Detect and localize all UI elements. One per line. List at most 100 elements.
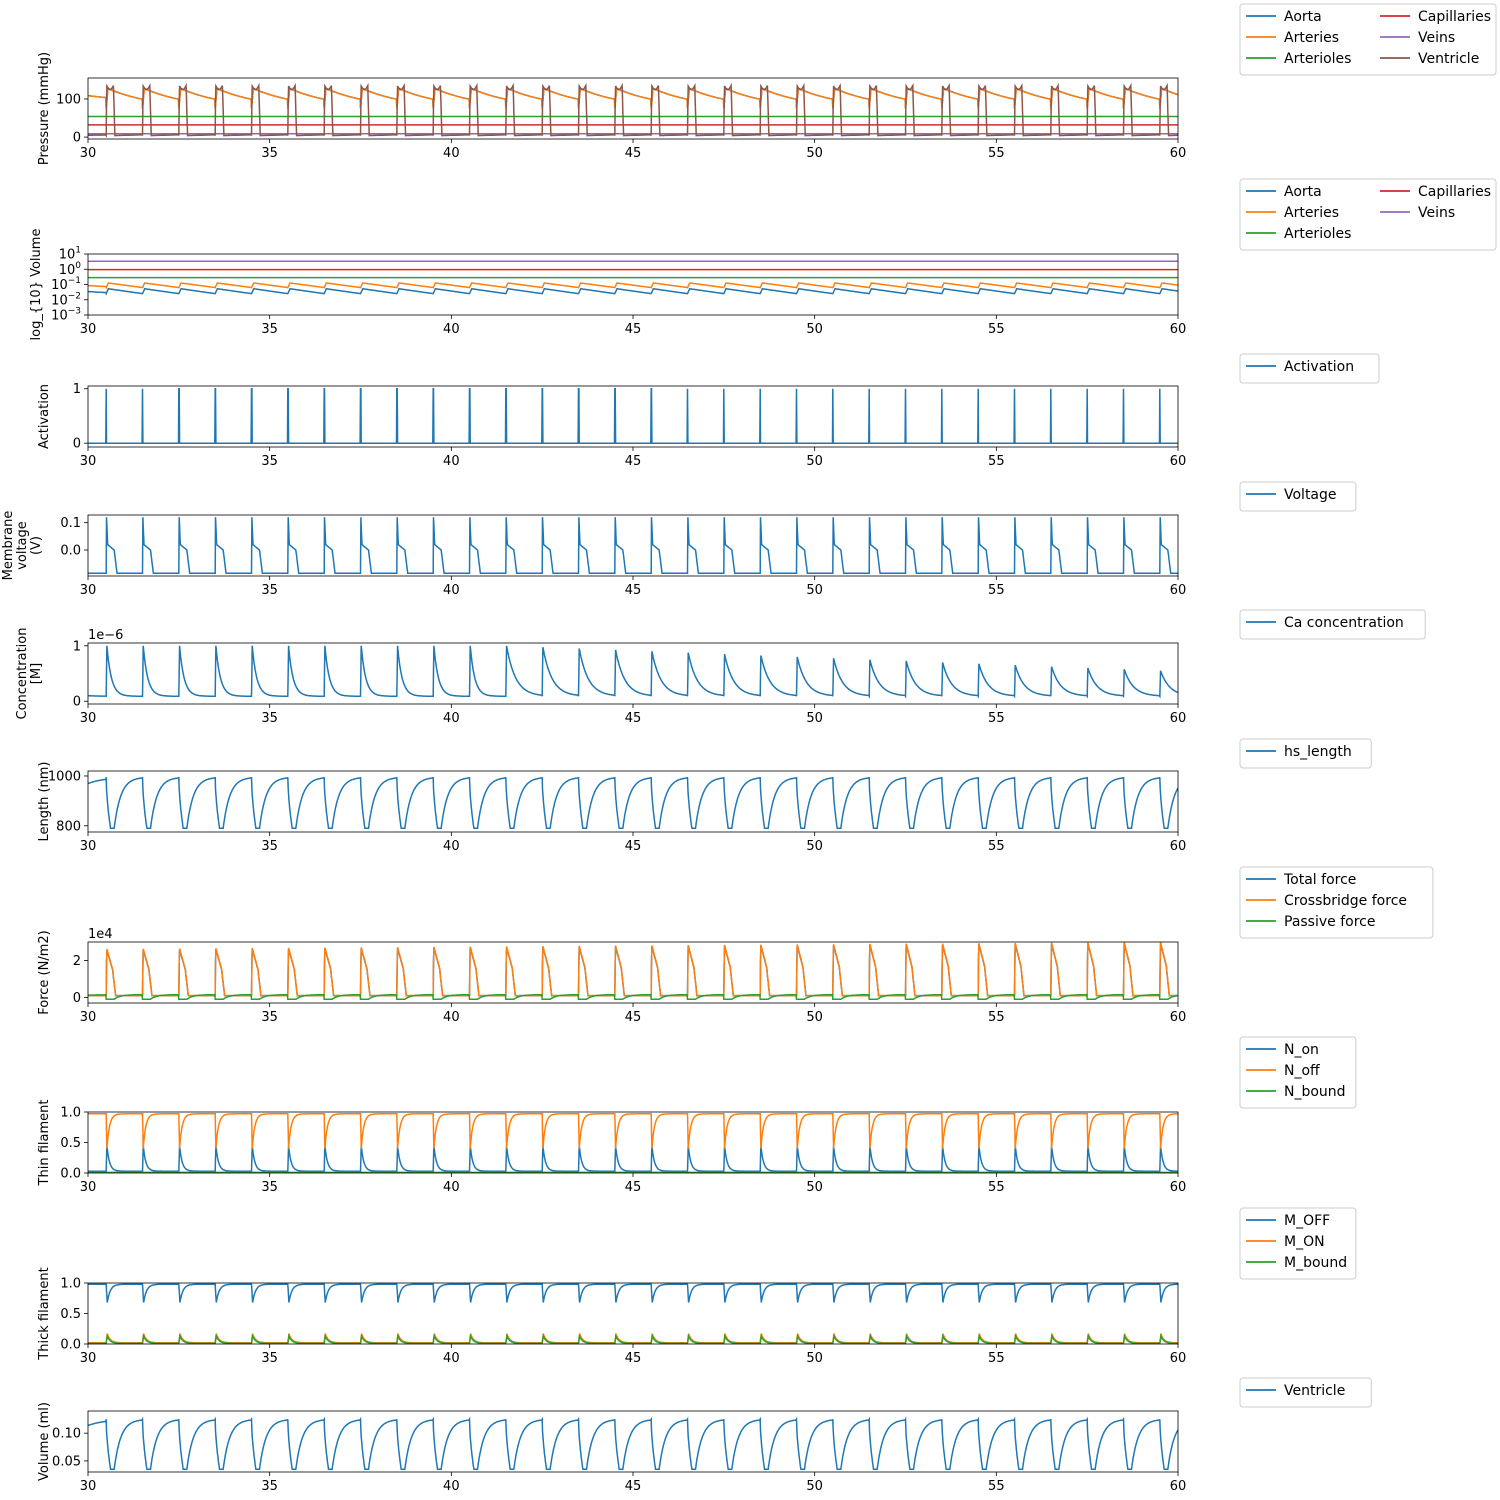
x-tick-label: 55 — [988, 1010, 1005, 1025]
x-tick-label: 55 — [988, 1180, 1005, 1195]
y-tick-label: 100 — [59, 261, 82, 278]
y-axis-label: Thick filament — [37, 1267, 52, 1360]
legend-label: Arterioles — [1284, 226, 1351, 242]
y-tick-label: 0.1 — [60, 516, 81, 531]
legend-label: N_bound — [1284, 1084, 1346, 1100]
x-tick-label: 60 — [1170, 1180, 1187, 1195]
series-line-Voltage — [88, 517, 1178, 575]
x-tick-label: 30 — [80, 583, 97, 598]
x-tick-label: 50 — [806, 839, 823, 854]
x-tick-label: 40 — [443, 839, 460, 854]
x-tick-label: 50 — [806, 1351, 823, 1366]
legend-box — [1239, 481, 1357, 512]
legend-box — [1239, 866, 1434, 939]
y-axis-label: log_{10} Volume — [29, 229, 44, 341]
x-tick-label: 45 — [625, 1479, 642, 1494]
legend-label: N_off — [1284, 1063, 1320, 1079]
y-tick-label: 10−1 — [51, 276, 81, 293]
y-axis-label: Pressure (mmHg) — [37, 52, 52, 165]
offset-text: 1e4 — [88, 927, 113, 942]
x-tick-label: 40 — [443, 1351, 460, 1366]
x-tick-label: 40 — [443, 454, 460, 469]
x-tick-label: 35 — [261, 146, 278, 161]
legend-label: Passive force — [1284, 914, 1375, 930]
x-tick-label: 35 — [261, 1351, 278, 1366]
x-tick-label: 30 — [80, 839, 97, 854]
legend-label: hs_length — [1284, 744, 1352, 760]
x-tick-label: 30 — [80, 711, 97, 726]
x-tick-label: 40 — [443, 711, 460, 726]
legend-label: Capillaries — [1418, 9, 1491, 25]
y-axis-label: Length (nm) — [37, 761, 52, 841]
x-tick-label: 40 — [443, 146, 460, 161]
series-line-N_on — [88, 1145, 1178, 1172]
y-tick-label: 0.5 — [60, 1136, 81, 1151]
x-tick-label: 35 — [261, 1479, 278, 1494]
y-tick-label: 1.0 — [60, 1106, 81, 1121]
x-tick-label: 50 — [806, 1010, 823, 1025]
y-tick-label: 800 — [56, 819, 81, 834]
x-tick-label: 45 — [625, 1010, 642, 1025]
legend-box — [1239, 178, 1497, 251]
x-tick-label: 30 — [80, 1010, 97, 1025]
x-tick-label: 30 — [80, 1180, 97, 1195]
y-axis-label: Activation — [37, 384, 52, 449]
x-tick-label: 45 — [625, 146, 642, 161]
x-tick-label: 40 — [443, 1010, 460, 1025]
series-line-Activation — [88, 387, 1178, 444]
x-tick-label: 35 — [261, 1010, 278, 1025]
x-tick-label: 50 — [806, 454, 823, 469]
legend-label: Veins — [1418, 205, 1455, 221]
x-tick-label: 50 — [806, 1479, 823, 1494]
x-tick-label: 40 — [443, 1180, 460, 1195]
legend-box — [1239, 738, 1372, 769]
y-tick-label: 1 — [73, 382, 81, 397]
legend-label: M_ON — [1284, 1234, 1325, 1250]
x-tick-label: 55 — [988, 454, 1005, 469]
x-tick-label: 30 — [80, 146, 97, 161]
series-line-Ventricle — [88, 1416, 1178, 1470]
legend-label: Arteries — [1284, 205, 1339, 221]
x-tick-label: 30 — [80, 1479, 97, 1494]
series-line-Crossbridge force — [88, 942, 1178, 997]
legend: Ventricle — [1239, 1377, 1372, 1408]
x-tick-label: 45 — [625, 1180, 642, 1195]
x-tick-label: 35 — [261, 583, 278, 598]
y-tick-label: 0 — [73, 437, 81, 452]
series-line-Arteries — [88, 87, 1178, 109]
x-tick-label: 60 — [1170, 839, 1187, 854]
x-tick-label: 60 — [1170, 146, 1187, 161]
x-tick-label: 60 — [1170, 711, 1187, 726]
x-tick-label: 55 — [988, 322, 1005, 337]
legend-label: Arteries — [1284, 30, 1339, 46]
legend: AortaArteriesArteriolesCapillariesVeinsV… — [1239, 3, 1497, 76]
series-line-Arteries — [88, 282, 1178, 290]
y-tick-label: 0.5 — [60, 1307, 81, 1322]
y-tick-label: 0.10 — [52, 1427, 81, 1442]
y-axis-label: Force (N/m2) — [37, 930, 52, 1015]
y-tick-label: 1 — [73, 639, 81, 654]
y-axis-label: Concentration — [15, 628, 30, 720]
x-tick-label: 50 — [806, 146, 823, 161]
legend-label: Ventricle — [1284, 1383, 1345, 1399]
legend-label: M_OFF — [1284, 1213, 1330, 1229]
legend-label: Aorta — [1284, 184, 1322, 200]
legend-label: Total force — [1283, 872, 1356, 888]
x-tick-label: 55 — [988, 839, 1005, 854]
legend: Ca concentration — [1239, 609, 1426, 640]
legend-label: Aorta — [1284, 9, 1322, 25]
x-tick-label: 55 — [988, 1479, 1005, 1494]
y-axis-label: Thin filament — [37, 1100, 52, 1187]
legend-box — [1239, 1377, 1372, 1408]
x-tick-label: 45 — [625, 1351, 642, 1366]
legend-box — [1239, 353, 1380, 384]
legend-box — [1239, 609, 1426, 640]
x-tick-label: 50 — [806, 1180, 823, 1195]
x-tick-label: 30 — [80, 322, 97, 337]
y-tick-label: 0.0 — [60, 1167, 81, 1182]
x-tick-label: 45 — [625, 839, 642, 854]
